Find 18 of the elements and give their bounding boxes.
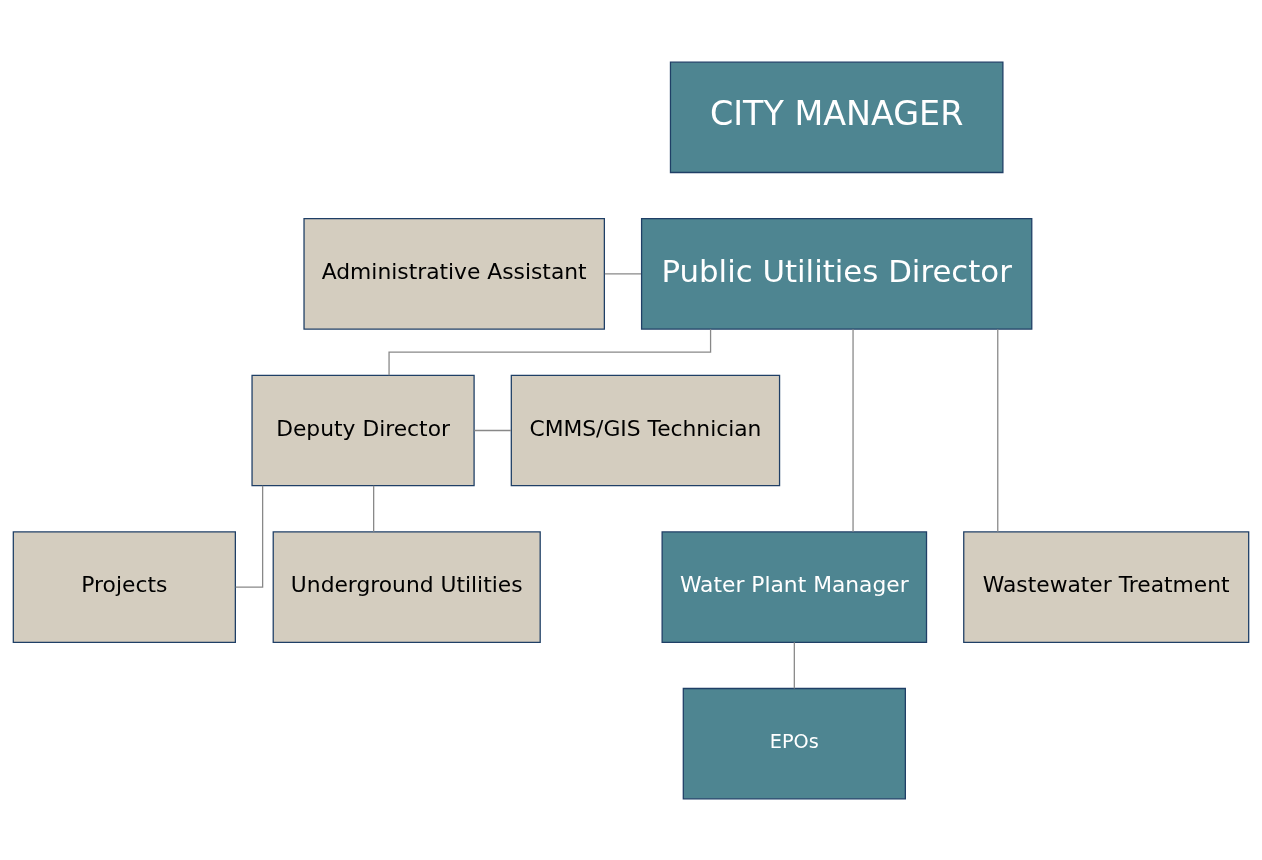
connector [373,484,375,532]
connector [604,272,642,275]
node-box: Deputy Director [251,374,475,486]
node-box: Underground Utilities [272,530,541,643]
node-box: CITY MANAGER [669,61,1004,173]
node-box: Administrative Assistant [303,217,605,330]
node-box: Projects [12,530,236,643]
node-box: Wastewater Treatment [963,530,1250,643]
connector [473,429,512,431]
connector [793,641,795,689]
connector [388,328,712,376]
connector [235,484,264,588]
node-box: CMMS/GIS Technician [510,374,781,486]
node-box: Water Plant Manager [661,530,928,643]
node-box: Public Utilities Director [640,217,1033,330]
node-box: EPOs [682,687,906,799]
connector [997,328,999,532]
connector [852,328,854,532]
